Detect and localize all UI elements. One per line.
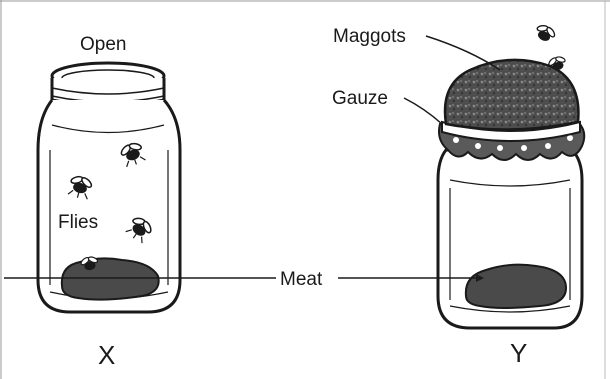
maggots-mass: [445, 60, 578, 130]
label-open: Open: [80, 34, 126, 55]
label-maggots: Maggots: [333, 26, 406, 47]
gauze-leader-line: [404, 98, 442, 124]
label-gauze: Gauze: [332, 88, 388, 109]
gauze-cover: [439, 60, 584, 160]
jar-y: [438, 150, 582, 328]
label-meat: Meat: [280, 269, 323, 290]
fly-icon: [533, 21, 559, 44]
jar-y-meat: [466, 265, 566, 308]
jar-x: [38, 63, 180, 312]
label-jar-x: X: [98, 340, 115, 370]
jar-x-meat: [62, 258, 159, 299]
label-flies: Flies: [58, 212, 98, 233]
label-jar-y: Y: [510, 338, 527, 368]
